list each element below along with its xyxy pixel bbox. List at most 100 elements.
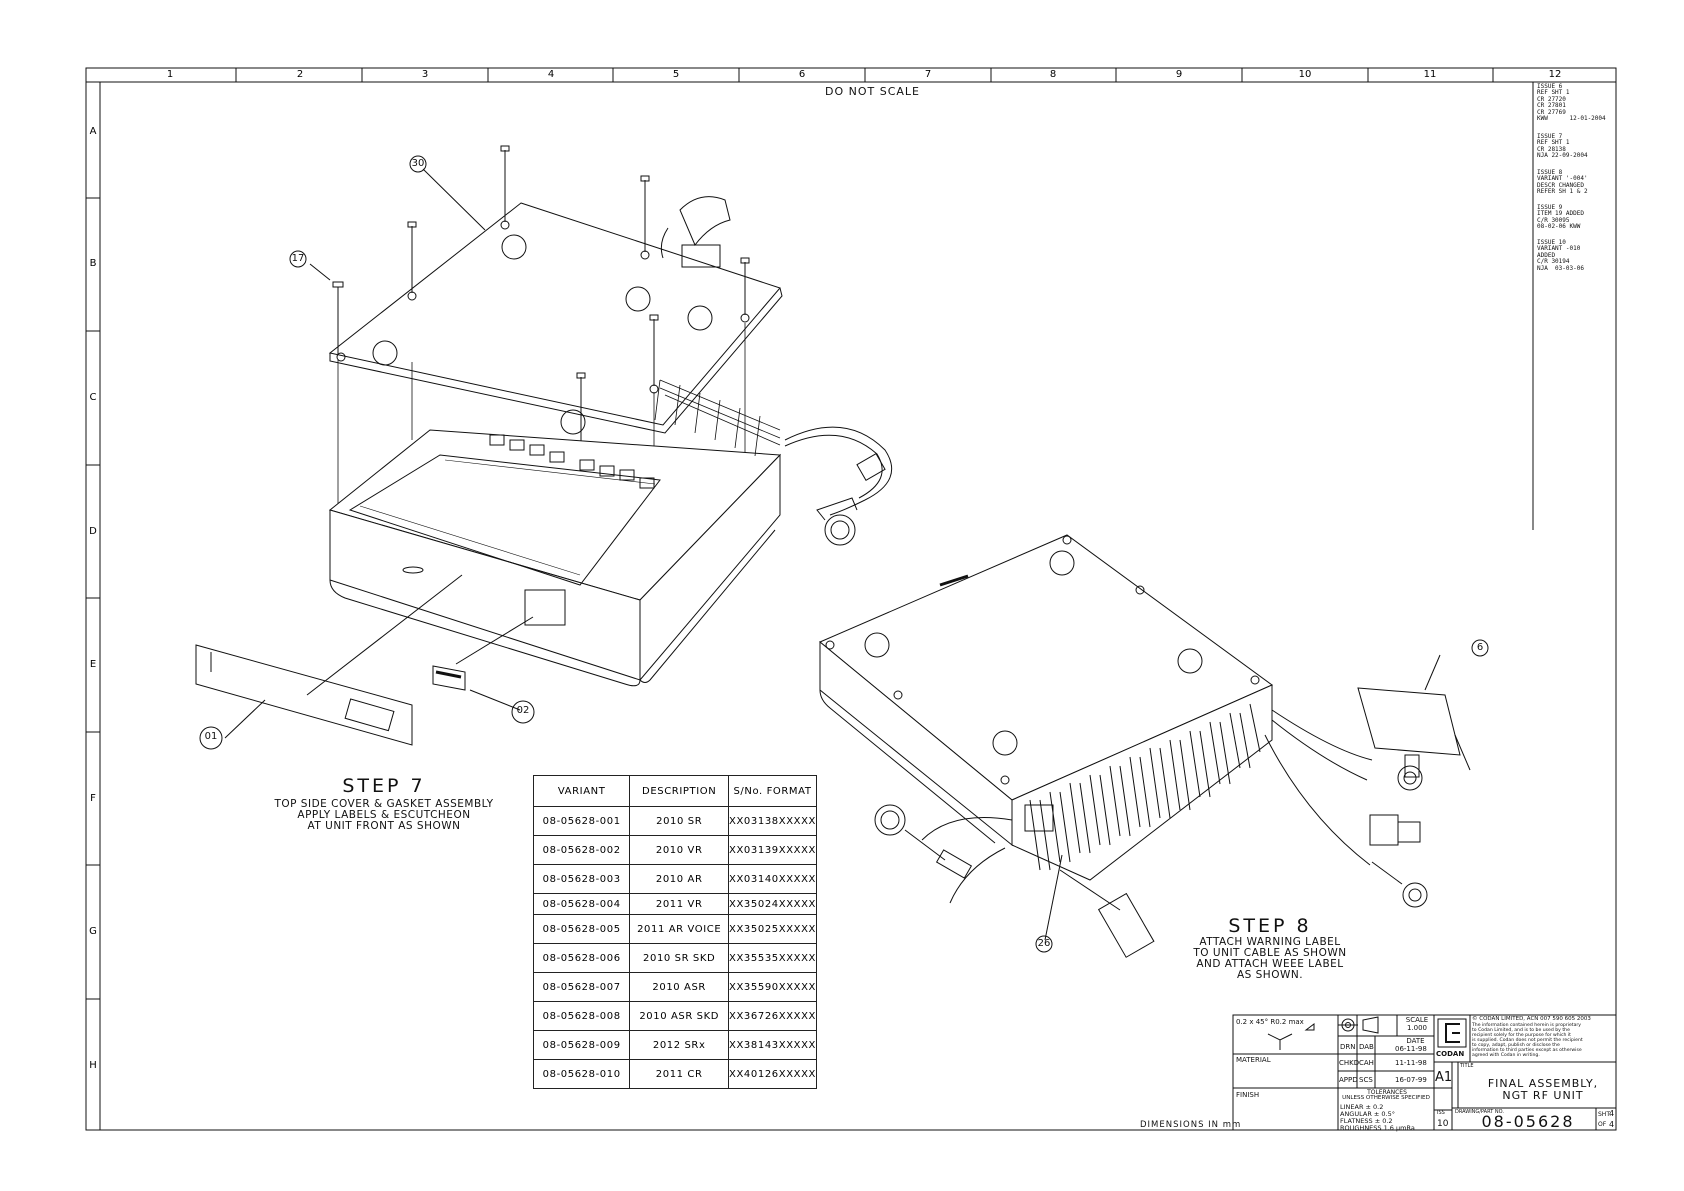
title-block-lines [1232, 1014, 1617, 1131]
column-marker: 6 [798, 69, 806, 80]
cell-variant: 08-05628-007 [532, 972, 631, 1002]
revision-issue-7: ISSUE 7 REF SHT 1 CR 28138 NJA 22-09-200… [1537, 133, 1588, 160]
codan-brand: CODAN [1436, 1050, 1465, 1058]
column-marker: 7 [924, 69, 932, 80]
cell-variant: 08-05628-006 [532, 943, 631, 973]
sheet-size: A1 [1435, 1070, 1453, 1085]
appd-label: APPD [1339, 1076, 1358, 1084]
confidential-line: The information contained herein is prop… [1472, 1023, 1582, 1028]
scale-value: 1.000 [1406, 1024, 1428, 1032]
sheet-border [85, 67, 1617, 1131]
cell-description: 2010 AR [629, 864, 730, 894]
confidential-line: recipient solely for the purpose for whi… [1472, 1033, 1571, 1038]
confidential-line: to copy, adapt, publish or disclose the [1472, 1043, 1560, 1048]
column-marker: 3 [421, 69, 429, 80]
dimensions-note: DIMENSIONS IN mm [1140, 1120, 1242, 1130]
cell-description: 2010 VR [629, 835, 730, 865]
chkd-date: 11-11-98 [1395, 1059, 1427, 1067]
callout-30: 30 [411, 158, 425, 169]
copyright-notice: © CODAN LIMITED, ACN 007 590 605 2003 [1472, 1016, 1591, 1022]
of-number: 4 [1609, 1120, 1615, 1129]
revision-issue-6: ISSUE 6 REF SHT 1 CR 27720 CR 27801 CR 2… [1537, 83, 1606, 123]
column-header-variant: VARIANT [532, 775, 631, 807]
cell-variant: 08-05628-005 [532, 914, 631, 944]
step8-illustration [819, 534, 1489, 958]
step7-line: AT UNIT FRONT AS SHOWN [307, 820, 461, 832]
step8-line: ATTACH WARNING LABEL [1199, 936, 1341, 948]
do-not-scale-notice: DO NOT SCALE [825, 85, 920, 98]
table-header-row: VARIANT DESCRIPTION S/No. FORMAT [532, 775, 817, 807]
callout-26: 26 [1037, 938, 1051, 949]
cell-serial-format: XX36726XXXXX [728, 1001, 817, 1031]
row-marker: E [89, 659, 97, 670]
top-cover-plate [328, 202, 781, 426]
tolerance-flatness: FLATNESS ± 0.2 [1340, 1117, 1393, 1125]
housing-heatsink [654, 379, 781, 457]
callout-17: 17 [291, 253, 305, 264]
cell-description: 2010 ASR SKD [629, 1001, 730, 1031]
cell-serial-format: XX35024XXXXX [728, 893, 817, 915]
appd-date: 16-07-99 [1395, 1076, 1427, 1084]
title-label: TITLE [1460, 1063, 1474, 1069]
drn-by: DAB [1359, 1043, 1374, 1051]
column-marker: 9 [1175, 69, 1183, 80]
callout-02-circle [511, 700, 535, 724]
cell-variant: 08-05628-002 [532, 835, 631, 865]
step8-left-cable [874, 804, 1155, 958]
tolerance-angular: ANGULAR ± 0.5° [1340, 1110, 1396, 1118]
cell-serial-format: XX35590XXXXX [728, 972, 817, 1002]
sheet-label: SHT. [1598, 1111, 1612, 1118]
callout-30-circle [409, 155, 427, 173]
step7-title: STEP 7 [342, 775, 426, 797]
callout-01-circle [199, 726, 223, 750]
column-marker: 5 [672, 69, 680, 80]
cell-variant: 08-05628-010 [532, 1059, 631, 1089]
material-label: MATERIAL [1236, 1056, 1271, 1064]
cell-variant: 08-05628-003 [532, 864, 631, 894]
cell-serial-format: XX35535XXXXX [728, 943, 817, 973]
weee-label [1357, 687, 1461, 756]
cell-description: 2010 SR SKD [629, 943, 730, 973]
drn-label: DRN [1340, 1043, 1356, 1051]
confidential-line: information to third parties except as o… [1472, 1048, 1582, 1053]
finish-label: FINISH [1236, 1091, 1260, 1099]
variant-table: VARIANT DESCRIPTION S/No. FORMAT 08-0562… [532, 775, 817, 1089]
step8-line: AS SHOWN. [1236, 969, 1304, 981]
row-marker: F [90, 793, 96, 804]
column-marker: 10 [1298, 69, 1312, 80]
drawing-number-label: DRAWING/PART NO. [1455, 1109, 1504, 1115]
row-marker: C [89, 392, 97, 403]
cell-description: 2010 SR [629, 806, 730, 836]
cell-serial-format: XX03140XXXXX [728, 864, 817, 894]
step8-line: AND ATTACH WEEE LABEL [1196, 958, 1344, 970]
step7-line: TOP SIDE COVER & GASKET ASSEMBLY [274, 798, 494, 810]
issue-number: 10 [1437, 1119, 1449, 1129]
step8-line: TO UNIT CABLE AS SHOWN [1193, 947, 1347, 959]
cell-description: 2011 CR [629, 1059, 730, 1089]
callout-6-circle [1471, 639, 1489, 657]
tolerance-roughness: ROUGHNESS 1.6 μmRa [1340, 1124, 1415, 1132]
confidential-line: agreed with Codan in writing. [1472, 1053, 1540, 1058]
housing-side [639, 453, 781, 682]
cell-description: 2010 ASR [629, 972, 730, 1002]
callout-6: 6 [1476, 642, 1484, 653]
step7-illustration [195, 145, 893, 750]
screws [332, 145, 750, 447]
revision-issue-8: ISSUE 8 VARIANT '-004' DESCR CHANGED REF… [1537, 169, 1588, 196]
front-label-strip [195, 644, 413, 746]
cell-variant: 08-05628-008 [532, 1001, 631, 1031]
unit-heatsink [1011, 684, 1273, 881]
step7-cable [784, 426, 893, 546]
sheet-number: 4 [1609, 1109, 1615, 1118]
callout-26-circle [1035, 935, 1053, 953]
revision-issue-9: ISSUE 9 ITEM 19 ADDED C/R 30095 08-02-06… [1537, 204, 1584, 231]
drn-date: 06-11-98 [1395, 1045, 1427, 1053]
callout-17-circle [289, 250, 307, 268]
row-marker: H [89, 1060, 97, 1071]
cell-variant: 08-05628-009 [532, 1030, 631, 1060]
column-marker: 4 [547, 69, 555, 80]
